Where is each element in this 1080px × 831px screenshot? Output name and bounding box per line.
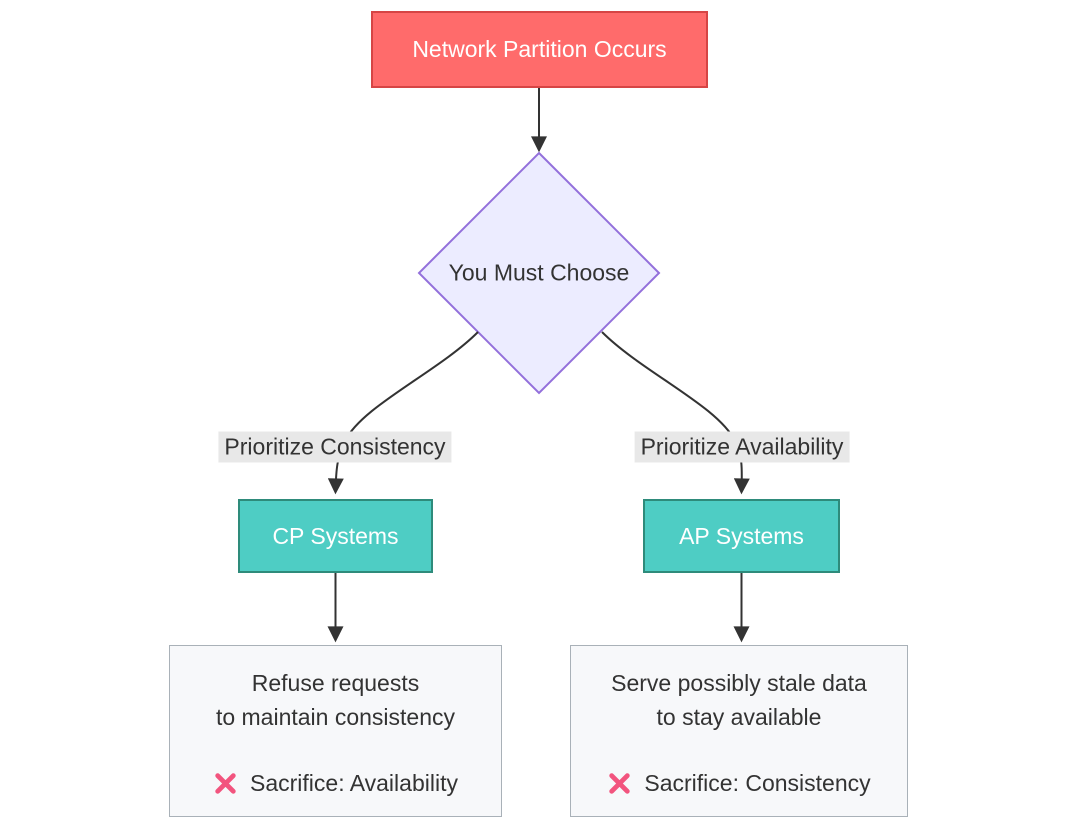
cp-sacrifice-row: Sacrifice: Availability — [170, 766, 501, 800]
node-cp-systems: CP Systems — [238, 499, 433, 573]
edge-label-prioritize-consistency: Prioritize Consistency — [218, 431, 452, 463]
cp-detail-line-1: Refuse requests — [251, 670, 420, 696]
node-cp-detail: Refuse requests to maintain consistency … — [169, 645, 502, 817]
node-decision-label: You Must Choose — [448, 259, 630, 286]
ap-sacrifice-row: Sacrifice: Consistency — [571, 766, 907, 800]
cross-mark-icon — [609, 772, 631, 794]
node-network-partition: Network Partition Occurs — [371, 11, 708, 88]
node-network-partition-label: Network Partition Occurs — [412, 36, 667, 63]
edge-decision-to-cp — [327, 331, 479, 495]
node-ap-systems: AP Systems — [643, 499, 840, 573]
ap-sacrifice-label: Sacrifice: Consistency — [644, 769, 871, 796]
cp-sacrifice-label: Sacrifice: Availability — [250, 769, 458, 796]
cross-mark-icon — [215, 772, 236, 794]
ap-detail-line-1: Serve possibly stale data — [611, 670, 867, 696]
node-ap-systems-label: AP Systems — [679, 522, 804, 549]
cp-detail-line-2: to maintain consistency — [215, 704, 456, 730]
edge-decision-to-ap — [601, 331, 750, 495]
node-ap-detail: Serve possibly stale data to stay availa… — [570, 645, 908, 817]
edge-label-prioritize-availability: Prioritize Availability — [634, 431, 850, 463]
decision-diamond-shape — [417, 151, 661, 395]
node-cp-systems-label: CP Systems — [272, 522, 399, 549]
ap-detail-line-2: to stay available — [656, 704, 822, 730]
